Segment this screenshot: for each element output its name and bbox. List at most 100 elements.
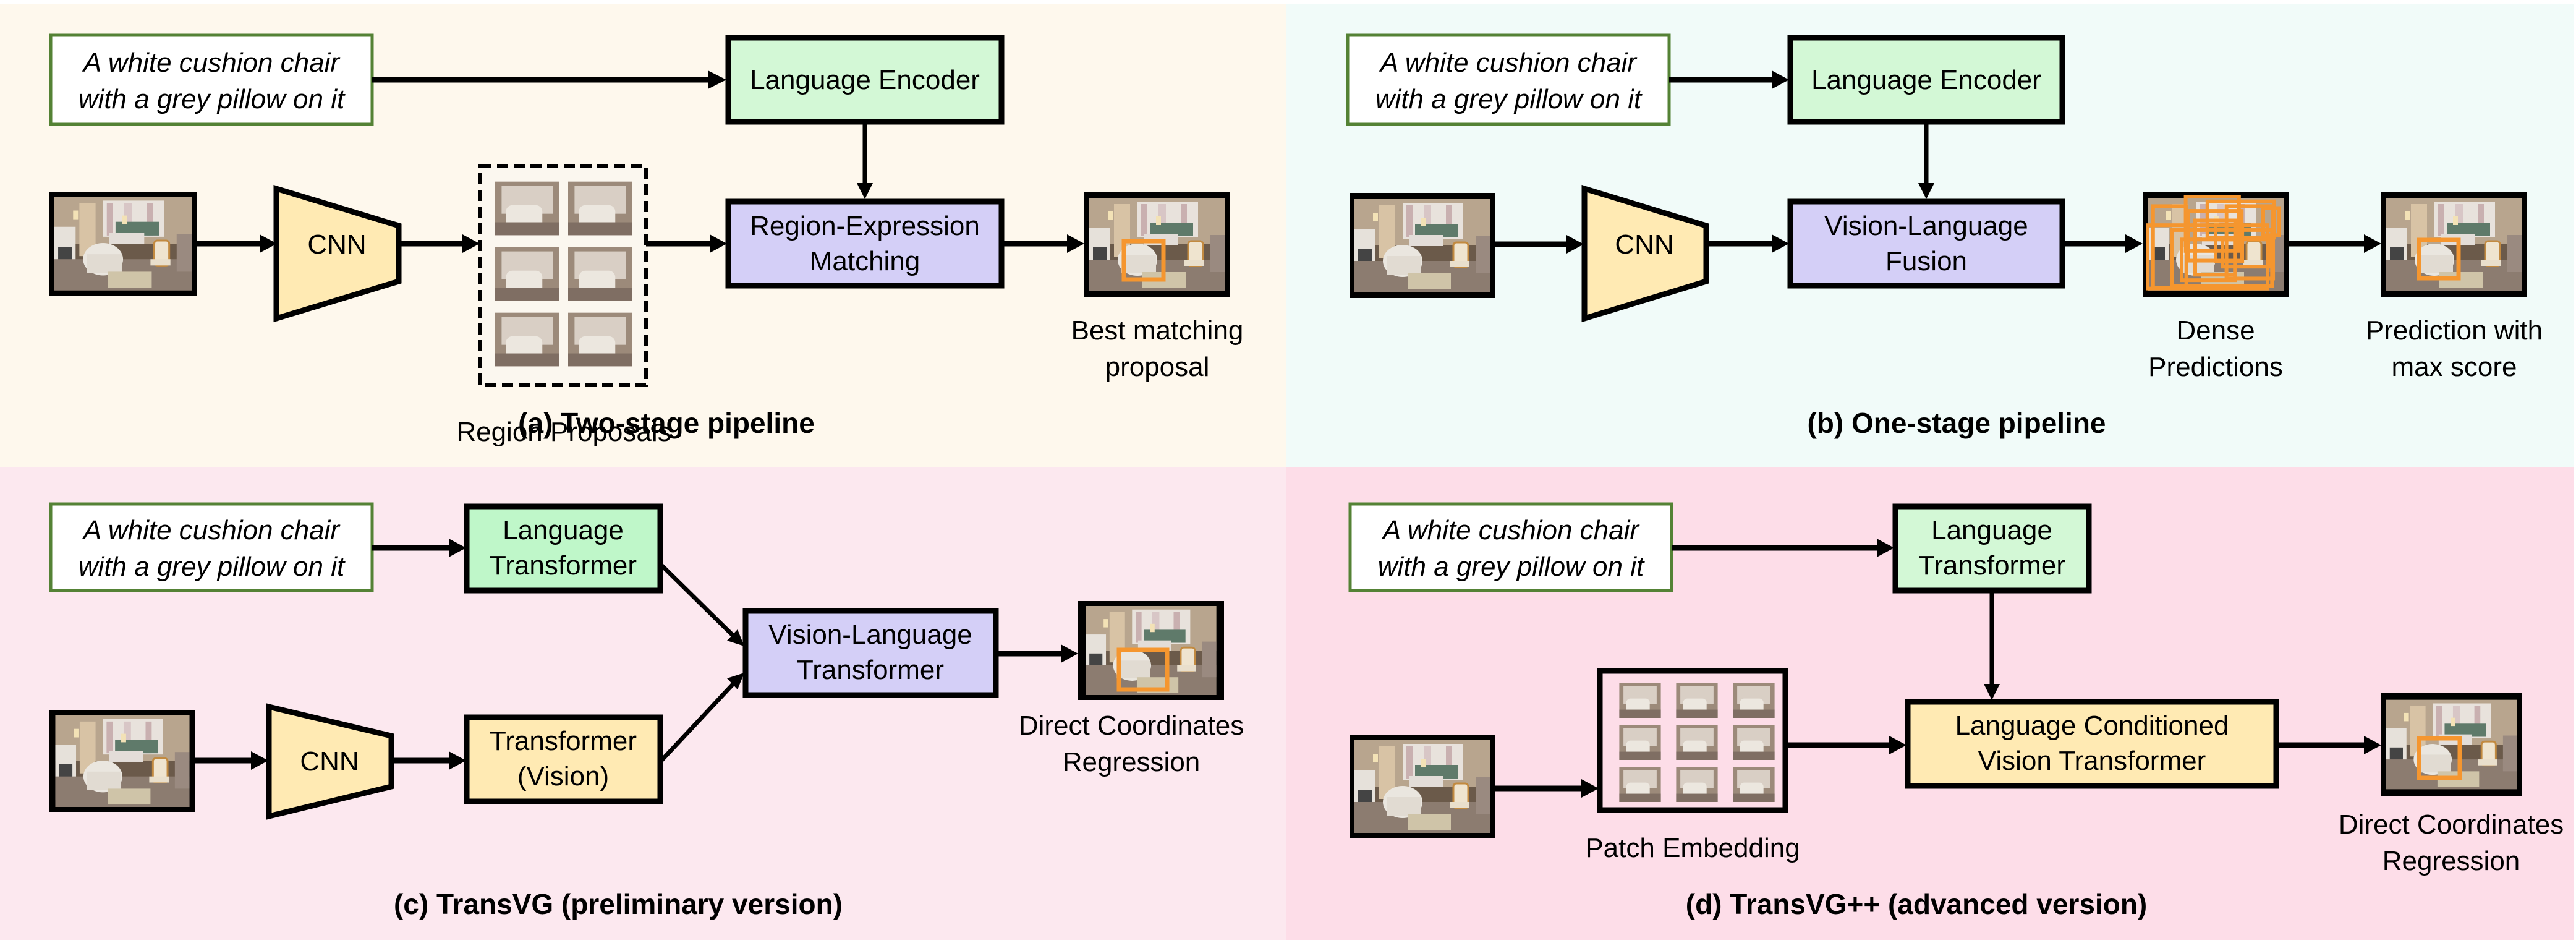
arrowhead — [1581, 779, 1599, 798]
arrowhead — [1877, 539, 1894, 557]
input-image — [54, 715, 190, 807]
language-transformer-label-1: Language — [503, 515, 624, 545]
vision-transformer-label-1: Transformer — [490, 726, 637, 756]
region-proposal-crop — [495, 181, 559, 236]
query-line-2: with a grey pillow on it — [79, 552, 346, 582]
language-conditioned-vision-transformer-block — [1905, 699, 2279, 789]
arrowhead — [251, 751, 268, 770]
panel-b-title: (b) One-stage pipeline — [1807, 407, 2106, 439]
arrowhead — [449, 539, 466, 557]
region-proposals-caption: Region Proposals — [456, 417, 671, 447]
arrowhead — [2364, 234, 2381, 253]
cnn-block — [273, 184, 402, 323]
arrowhead — [1061, 644, 1078, 663]
max-score-bbox — [2417, 237, 2461, 281]
cnn-label: CNN — [300, 746, 359, 777]
patch-tile — [1619, 683, 1661, 718]
regressed-bbox — [2417, 736, 2462, 780]
fusion-label-1: Vision-Language — [1824, 211, 2028, 241]
language-transformer-label-2: Transformer — [490, 550, 637, 581]
arrowhead — [1566, 235, 1584, 254]
query-line-1: A white cushion chair — [1381, 515, 1640, 545]
language-encoder-label: Language Encoder — [1811, 65, 2041, 95]
query-line-2: with a grey pillow on it — [1375, 84, 1643, 114]
dense-caption-2: Predictions — [2148, 352, 2283, 382]
patch-tile — [1619, 725, 1661, 760]
arrowhead — [727, 629, 744, 646]
patch-tiles — [1619, 683, 1775, 802]
region-proposal-crop — [568, 247, 632, 301]
query-line-2: with a grey pillow on it — [79, 84, 346, 114]
language-encoder-label: Language Encoder — [750, 65, 980, 95]
query-text-box — [49, 33, 374, 126]
output-caption-1: Direct Coordinates — [2339, 809, 2564, 840]
arrowhead — [1984, 684, 2000, 700]
vl-transformer-label-2: Transformer — [797, 655, 944, 685]
query-line-1: A white cushion chair — [82, 515, 341, 545]
patch-tile — [1733, 683, 1775, 718]
vision-language-transformer-block — [742, 608, 999, 698]
vision-transformer-label-2: (Vision) — [517, 761, 609, 792]
matching-label-2: Matching — [810, 246, 920, 276]
matching-label-1: Region-Expression — [750, 211, 980, 241]
query-text-box — [1346, 33, 1671, 126]
query-line-1: A white cushion chair — [82, 48, 341, 78]
output-caption-2: Regression — [2383, 846, 2520, 876]
patch-tile — [1676, 725, 1718, 760]
arrowhead — [710, 234, 727, 253]
vl-transformer-label-1: Vision-Language — [768, 620, 972, 650]
arrowhead — [449, 751, 466, 770]
output-caption-1: Prediction with — [2366, 315, 2543, 346]
region-proposal-crop — [495, 247, 559, 301]
cnn-label: CNN — [307, 229, 366, 260]
language-encoder-block — [725, 35, 1005, 125]
output-caption-1: Direct Coordinates — [1019, 710, 1244, 741]
cnn-block — [1581, 184, 1709, 323]
region-proposal-crop — [568, 181, 632, 236]
panel-c-title: (c) TransVG (preliminary version) — [394, 888, 843, 920]
arrowhead — [1918, 183, 1934, 199]
arrowhead — [857, 183, 873, 199]
query-line-1: A white cushion chair — [1379, 48, 1638, 78]
arrowhead — [462, 234, 480, 253]
arrow-vision-to-vl — [658, 682, 735, 764]
patch-tile — [1619, 767, 1661, 802]
arrowhead — [708, 70, 726, 89]
output-caption-2: Regression — [1063, 747, 1201, 777]
panel-c: A white cushion chair with a grey pillow… — [49, 502, 1244, 920]
region-proposal-crop — [495, 312, 559, 367]
patch-tile — [1676, 683, 1718, 718]
vision-language-fusion-block — [1787, 198, 2065, 289]
panel-a: A white cushion chair with a grey pillow… — [49, 33, 1244, 447]
regressed-bbox — [1116, 647, 1170, 692]
arrowhead — [2125, 234, 2143, 253]
arrowhead — [260, 234, 277, 253]
arrowhead — [2364, 736, 2381, 754]
output-caption-1: Best matching — [1071, 315, 1244, 346]
panel-d: A white cushion chair with a grey pillow… — [1348, 502, 2564, 920]
fusion-label-2: Fusion — [1885, 246, 1967, 276]
dense-caption-1: Dense — [2176, 315, 2255, 346]
input-image — [1354, 198, 1490, 293]
arrow-language-to-vl — [658, 562, 735, 638]
lcvt-label-1: Language Conditioned — [1955, 710, 2229, 741]
language-transformer-label-2: Transformer — [1918, 550, 2065, 581]
output-caption-2: max score — [2392, 352, 2517, 382]
cnn-block — [266, 703, 394, 820]
best-proposal-bbox — [1121, 239, 1166, 282]
vision-transformer-block — [464, 714, 663, 804]
input-image — [54, 197, 192, 291]
panel-a-title: (a) Two-stage pipeline — [518, 407, 815, 439]
panel-b: A white cushion chair with a grey pillow… — [1346, 33, 2543, 439]
dense-prediction-bbox — [2170, 228, 2274, 288]
patch-tile — [1733, 725, 1775, 760]
panel-d-title: (d) TransVG++ (advanced version) — [1686, 888, 2147, 920]
lcvt-label-2: Vision Transformer — [1978, 746, 2206, 776]
language-transformer-block — [464, 503, 663, 594]
query-line-2: with a grey pillow on it — [1378, 552, 1645, 582]
region-proposal-crop — [568, 312, 632, 367]
query-text-box — [49, 502, 374, 592]
arrowhead — [1067, 234, 1084, 253]
language-transformer-label-1: Language — [1931, 515, 2052, 545]
